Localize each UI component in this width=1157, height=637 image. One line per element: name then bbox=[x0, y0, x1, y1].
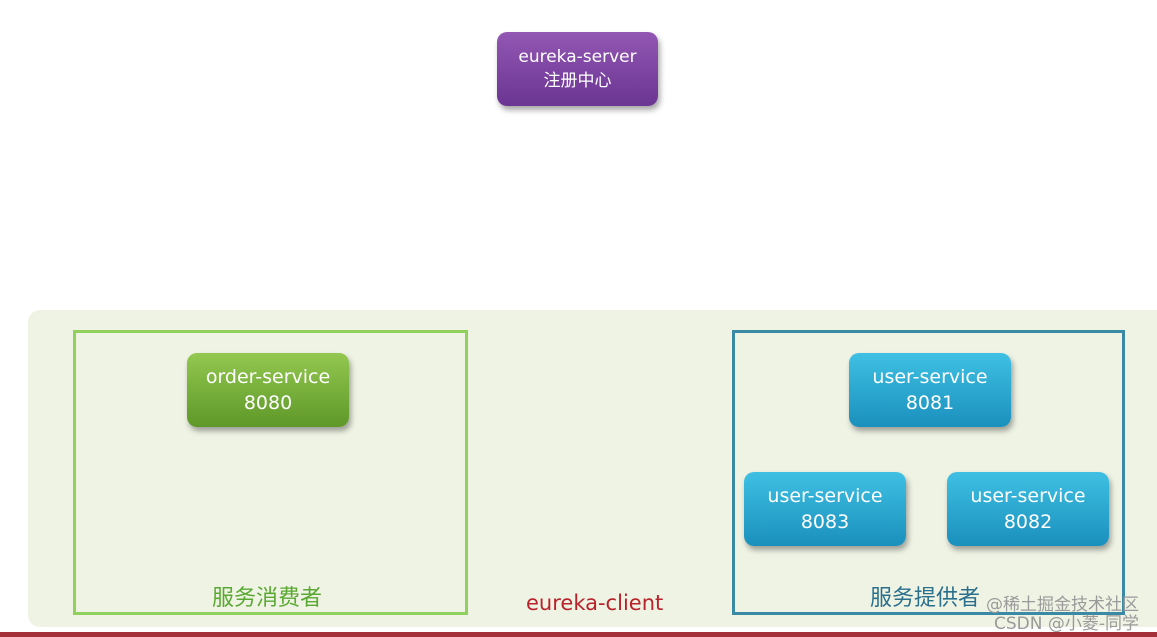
bottom-divider bbox=[0, 632, 1157, 637]
eureka-server-title: eureka-server bbox=[518, 47, 637, 67]
user-service-port: 8083 bbox=[800, 511, 850, 533]
user-service-port: 8082 bbox=[1003, 511, 1053, 533]
user-service-name: user-service bbox=[970, 485, 1086, 507]
provider-group-box bbox=[732, 330, 1125, 615]
watermark: @稀土掘金技术社区 CSDN @小菱-同学 bbox=[986, 596, 1139, 634]
watermark-line-1: @稀土掘金技术社区 bbox=[986, 595, 1139, 615]
watermark-line-2: CSDN @小菱-同学 bbox=[993, 614, 1139, 634]
eureka-client-label: eureka-client bbox=[526, 591, 664, 615]
user-service-port: 8081 bbox=[905, 392, 955, 414]
eureka-server-subtitle: 注册中心 bbox=[543, 71, 612, 91]
user-service-node-8081: user-service 8081 bbox=[849, 353, 1011, 427]
order-service-node: order-service 8080 bbox=[187, 353, 349, 427]
eureka-server-node: eureka-server 注册中心 bbox=[497, 32, 658, 106]
provider-group-label: 服务提供者 bbox=[870, 586, 981, 611]
user-service-name: user-service bbox=[872, 366, 988, 388]
user-service-node-8082: user-service 8082 bbox=[947, 472, 1109, 546]
consumer-group-box bbox=[73, 330, 468, 615]
user-service-node-8083: user-service 8083 bbox=[744, 472, 906, 546]
order-service-port: 8080 bbox=[243, 392, 293, 414]
order-service-name: order-service bbox=[205, 366, 331, 388]
user-service-name: user-service bbox=[767, 485, 883, 507]
consumer-group-label: 服务消费者 bbox=[212, 586, 323, 611]
